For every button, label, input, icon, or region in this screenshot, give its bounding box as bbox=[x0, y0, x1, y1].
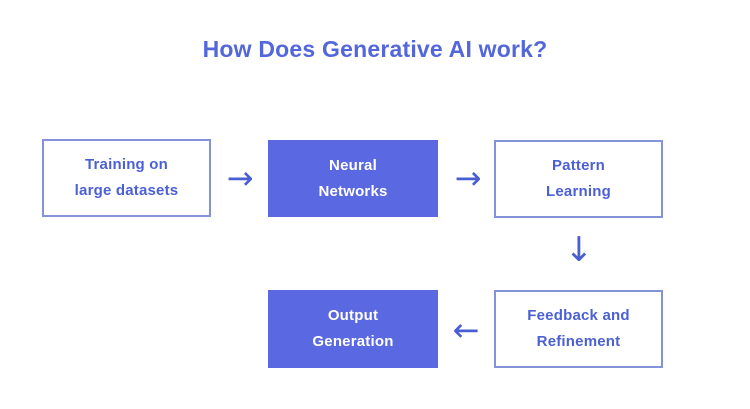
arrow-left-icon: ← bbox=[452, 311, 480, 349]
page-title: How Does Generative AI work? bbox=[202, 36, 548, 62]
node-label-line: Networks bbox=[318, 182, 388, 200]
node-label-line: Training on bbox=[84, 156, 169, 173]
arrow-right-icon: → bbox=[226, 159, 254, 197]
node-label-line: large datasets bbox=[74, 182, 179, 199]
node-label-line: Generation bbox=[312, 333, 394, 350]
flow-node-training-large-datasets: Training on large datasets bbox=[42, 139, 211, 217]
arrow-right-icon: → bbox=[454, 159, 482, 197]
arrow-down-icon: ↓ bbox=[564, 230, 594, 270]
flow-node-output-generation: Output Generation bbox=[268, 290, 438, 368]
node-label-line: Learning bbox=[546, 183, 611, 200]
flow-node-feedback-refinement: Feedback and Refinement bbox=[494, 290, 663, 368]
flow-node-neural-networks: Neural Networks bbox=[268, 140, 438, 217]
node-label-line: Refinement bbox=[536, 333, 621, 350]
node-label-line: Output bbox=[327, 307, 379, 324]
node-label-line: Neural bbox=[329, 156, 377, 174]
node-label-line: Feedback and bbox=[527, 307, 630, 324]
node-label-line: Pattern bbox=[551, 157, 606, 174]
flow-node-pattern-learning: Pattern Learning bbox=[494, 140, 663, 218]
